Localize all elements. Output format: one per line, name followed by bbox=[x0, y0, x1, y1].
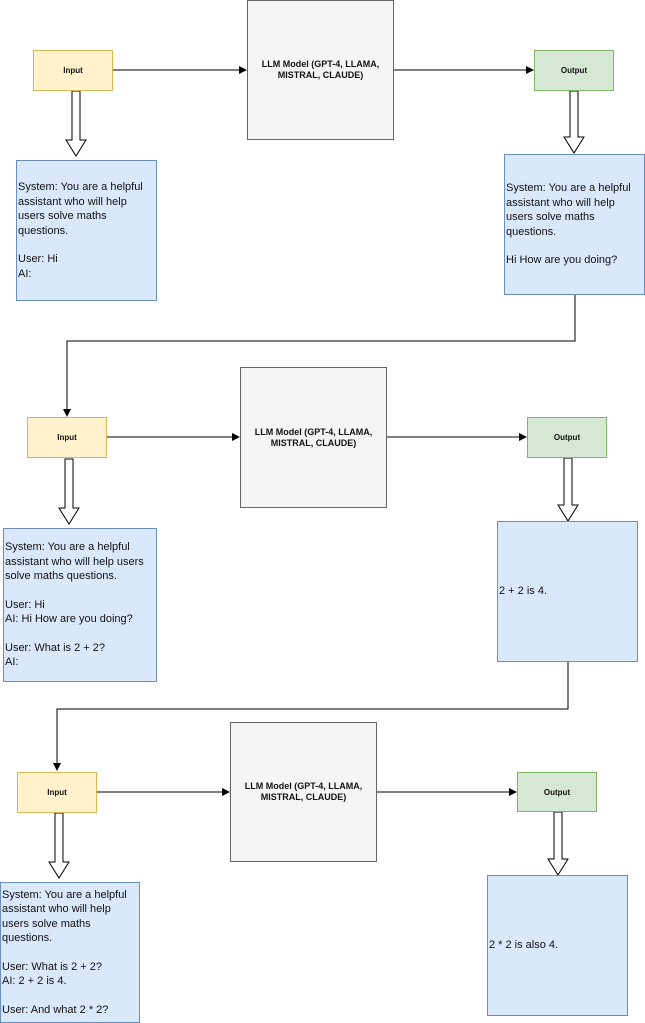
output-box-3: Output bbox=[517, 772, 597, 812]
input-box-3: Input bbox=[17, 772, 97, 813]
input-label-2: Input bbox=[57, 433, 77, 442]
prompt-2-turn-1: User: Hi AI: Hi How are you doing? bbox=[5, 598, 133, 626]
block-arrow-output-2 bbox=[557, 457, 579, 522]
arrow-loop-1-to-2 bbox=[63, 295, 576, 417]
llm-model-box-3: LLM Model (GPT-4, LLAMA, MISTRAL, CLAUDE… bbox=[230, 722, 377, 862]
llm-model-label-3: LLM Model (GPT-4, LLAMA, MISTRAL, CLAUDE… bbox=[244, 781, 363, 802]
prompt-1-turn: User: Hi AI: bbox=[18, 253, 58, 280]
prompt-2-system: System: You are a helpful assistant who … bbox=[5, 541, 144, 583]
output-label-2: Output bbox=[553, 433, 581, 442]
prompt-1-system: System: You are a helpful assistant who … bbox=[18, 181, 143, 237]
output-1-system: System: You are a helpful assistant who … bbox=[506, 182, 631, 238]
output-box-1: Output bbox=[534, 50, 614, 91]
llm-model-label-1: LLM Model (GPT-4, LLAMA, MISTRAL, CLAUDE… bbox=[261, 59, 380, 80]
input-prompt-box-1: System: You are a helpful assistant who … bbox=[16, 160, 157, 301]
arrow-loop-2-to-3 bbox=[53, 662, 569, 771]
block-arrow-output-3 bbox=[547, 811, 569, 876]
output-text-box-1: System: You are a helpful assistant who … bbox=[504, 154, 645, 295]
output-box-2: Output bbox=[527, 417, 607, 458]
block-arrow-output-1 bbox=[563, 90, 585, 154]
output-text-box-2: 2 + 2 is 4. bbox=[497, 521, 638, 662]
block-arrow-input-3 bbox=[48, 812, 70, 879]
output-label-3: Output bbox=[543, 787, 571, 797]
llm-model-box-2: LLM Model (GPT-4, LLAMA, MISTRAL, CLAUDE… bbox=[240, 367, 387, 508]
prompt-3-turn-2: User: And what 2 * 2? bbox=[2, 1003, 109, 1016]
llm-model-box-1: LLM Model (GPT-4, LLAMA, MISTRAL, CLAUDE… bbox=[247, 0, 394, 140]
input-box-1: Input bbox=[33, 50, 113, 91]
output-2-response: 2 + 2 is 4. bbox=[499, 585, 548, 598]
input-label-3: Input bbox=[47, 788, 67, 797]
llm-model-label-2: LLM Model (GPT-4, LLAMA, MISTRAL, CLAUDE… bbox=[254, 426, 373, 448]
output-label-1: Output bbox=[560, 66, 588, 75]
input-prompt-box-3: System: You are a helpful assistant who … bbox=[0, 882, 140, 1023]
output-1-response: Hi How are you doing? bbox=[506, 254, 618, 267]
prompt-3-turn-1: User: What is 2 + 2? AI: 2 + 2 is 4. bbox=[2, 960, 102, 988]
output-3-response: 2 * 2 is also 4. bbox=[489, 939, 559, 952]
prompt-2-turn-2: User: What is 2 + 2? AI: bbox=[5, 641, 105, 669]
block-arrow-input-2 bbox=[58, 458, 80, 525]
output-text-box-3: 2 * 2 is also 4. bbox=[487, 875, 628, 1016]
prompt-3-system: System: You are a helpful assistant who … bbox=[2, 888, 127, 945]
input-label-1: Input bbox=[63, 66, 83, 75]
block-arrow-input-1 bbox=[65, 90, 87, 157]
input-box-2: Input bbox=[27, 417, 107, 458]
input-prompt-box-2: System: You are a helpful assistant who … bbox=[3, 528, 157, 682]
